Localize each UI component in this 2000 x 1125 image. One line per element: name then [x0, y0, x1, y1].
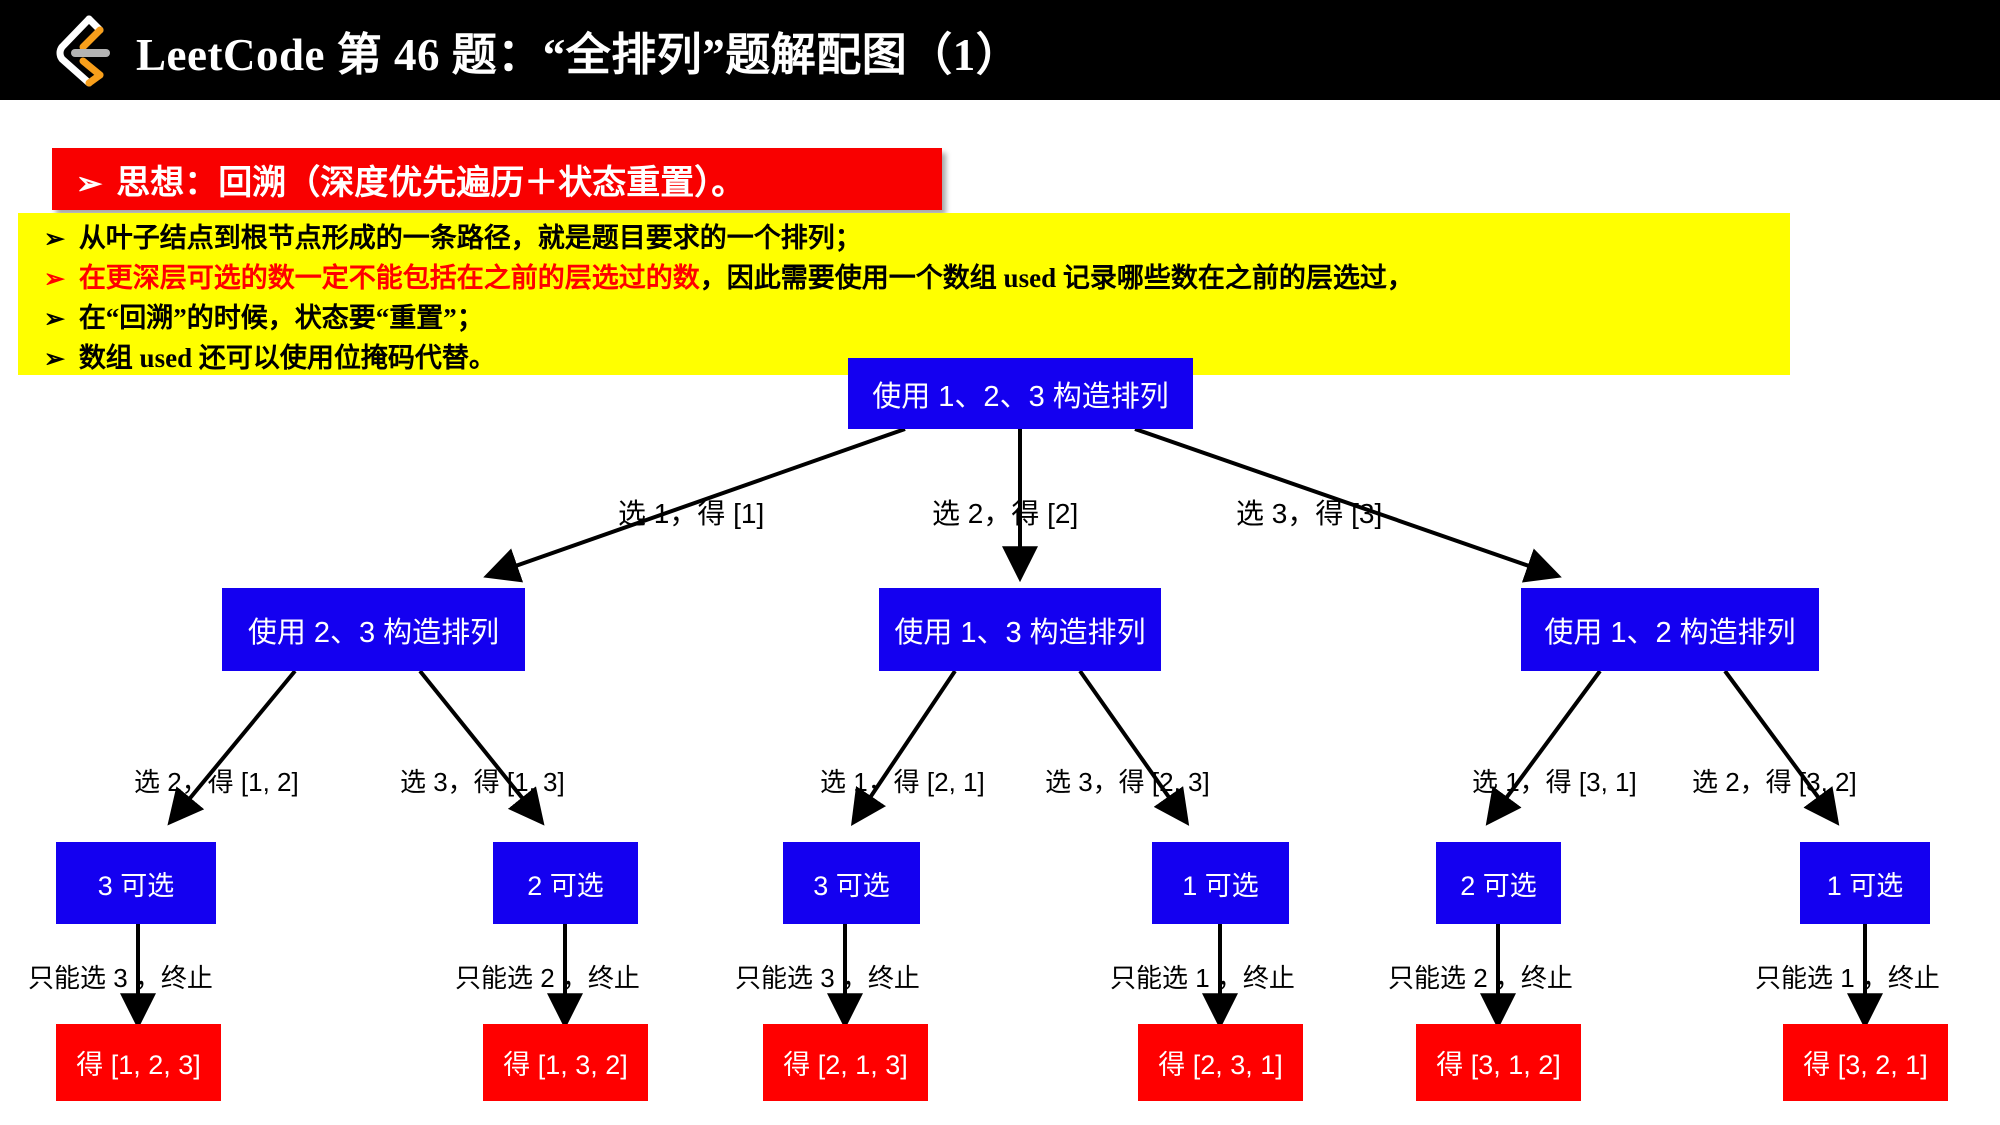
tree-leaf-5[interactable]: 得 [3, 2, 1]: [1783, 1024, 1948, 1101]
note-text-emphasis: 在更深层可选的数一定不能包括在之前的层选过的数: [78, 263, 700, 293]
note-text: ，因此需要使用一个数组 used 记录哪些数在之前的层选过，: [699, 263, 1414, 293]
tree-node-l2-3[interactable]: 1 可选: [1152, 842, 1289, 924]
tree-leaf-label: 得 [1, 3, 2]: [503, 1050, 628, 1080]
edge-label-l2-0: 选 2，得 [1, 2]: [134, 767, 299, 797]
note-text: 数组 used 还可以使用位掩码代替。: [78, 343, 496, 373]
tree-node-l1-0[interactable]: 使用 2、3 构造排列: [222, 588, 525, 671]
tree-node-label: 使用 2、3 构造排列: [247, 616, 500, 649]
tree-node-label: 2 可选: [1460, 870, 1537, 901]
note-line-4: ➢ 数组 used 还可以使用位掩码代替。: [44, 339, 1790, 379]
tree-leaf-4[interactable]: 得 [3, 1, 2]: [1416, 1024, 1581, 1101]
tree-node-l2-1[interactable]: 2 可选: [493, 842, 638, 924]
idea-callout-text: ➢ 思想：回溯（深度优先遍历＋状态重置）。: [76, 155, 745, 204]
idea-callout-label: 思想：回溯（深度优先遍历＋状态重置）。: [116, 164, 746, 202]
note-text: 从叶子结点到根节点形成的一条路径，就是题目要求的一个排列；: [78, 223, 862, 253]
tree-leaf-3[interactable]: 得 [2, 3, 1]: [1138, 1024, 1303, 1101]
note-line-3: ➢ 在“回溯”的时候，状态要“重置”；: [44, 299, 1790, 339]
tree-node-label: 1 可选: [1182, 870, 1259, 901]
bullet-arrow-icon: ➢: [44, 346, 65, 373]
edge-label-l3-3: 只能选 1 ，终止: [1110, 963, 1295, 993]
edge-label-l3-0: 只能选 3 ，终止: [28, 963, 213, 993]
note-line-2: ➢ 在更深层可选的数一定不能包括在之前的层选过的数，因此需要使用一个数组 used…: [44, 259, 1790, 299]
tree-leaf-label: 得 [2, 3, 1]: [1158, 1050, 1283, 1080]
tree-node-label: 使用 1、2 构造排列: [1544, 616, 1796, 649]
bullet-arrow-icon: ➢: [44, 226, 65, 253]
edge-label-l3-5: 只能选 1 ，终止: [1755, 963, 1940, 993]
edge-label-l3-2: 只能选 3 ，终止: [735, 963, 920, 993]
tree-node-l2-0[interactable]: 3 可选: [56, 842, 216, 924]
tree-node-label: 2 可选: [527, 870, 604, 901]
tree-leaf-1[interactable]: 得 [1, 3, 2]: [483, 1024, 648, 1101]
page-title: LeetCode 第 46 题：“全排列”题解配图（1）: [136, 29, 1022, 80]
tree-node-l2-5[interactable]: 1 可选: [1800, 842, 1930, 924]
tree-leaf-0[interactable]: 得 [1, 2, 3]: [56, 1024, 221, 1101]
note-line-1: ➢ 从叶子结点到根节点形成的一条路径，就是题目要求的一个排列；: [44, 219, 1790, 259]
tree-node-label: 使用 1、3 构造排列: [894, 616, 1146, 649]
edge-label-l2-1: 选 3，得 [1, 3]: [400, 767, 565, 797]
leetcode-logo-icon: [42, 13, 120, 87]
edge-label-l2-3: 选 3，得 [2, 3]: [1045, 767, 1210, 797]
tree-leaf-label: 得 [3, 2, 1]: [1803, 1050, 1928, 1080]
edge-label-l2-4: 选 1，得 [3, 1]: [1472, 767, 1637, 797]
tree-node-l2-2[interactable]: 3 可选: [783, 842, 920, 924]
tree-leaf-2[interactable]: 得 [2, 1, 3]: [763, 1024, 928, 1101]
idea-callout: ➢ 思想：回溯（深度优先遍历＋状态重置）。: [52, 148, 942, 210]
edge-label-l3-1: 只能选 2 ，终止: [455, 963, 640, 993]
edge-label-l1-1: 选 2，得 [2]: [932, 498, 1079, 529]
tree-node-label: 3 可选: [97, 870, 175, 901]
tree-node-l1-2[interactable]: 使用 1、2 构造排列: [1521, 588, 1819, 671]
tree-node-label: 1 可选: [1826, 870, 1904, 901]
edge-label-l2-2: 选 1，得 [2, 1]: [820, 767, 985, 797]
tree-node-label: 3 可选: [813, 870, 890, 901]
note-text: 在“回溯”的时候，状态要“重置”；: [78, 303, 484, 333]
tree-node-l1-1[interactable]: 使用 1、3 构造排列: [879, 588, 1161, 671]
tree-node-label: 使用 1、2、3 构造排列: [872, 380, 1169, 413]
tree-leaf-label: 得 [2, 1, 3]: [783, 1050, 908, 1080]
tree-node-root[interactable]: 使用 1、2、3 构造排列: [848, 358, 1193, 429]
tree-leaf-label: 得 [3, 1, 2]: [1436, 1050, 1561, 1080]
bullet-arrow-icon: ➢: [76, 165, 103, 201]
bullet-arrow-icon: ➢: [44, 266, 65, 293]
notes-block: ➢ 从叶子结点到根节点形成的一条路径，就是题目要求的一个排列； ➢ 在更深层可选的数…: [18, 213, 1790, 375]
tree-node-l2-4[interactable]: 2 可选: [1436, 842, 1561, 924]
bullet-arrow-icon: ➢: [44, 306, 65, 333]
edge-label-l3-4: 只能选 2 ，终止: [1388, 963, 1573, 993]
tree-leaf-label: 得 [1, 2, 3]: [76, 1050, 201, 1080]
edge-label-l2-5: 选 2，得 [3, 2]: [1692, 767, 1857, 797]
header-bar: LeetCode 第 46 题：“全排列”题解配图（1）: [0, 0, 2000, 100]
edge-label-l1-2: 选 3，得 [3]: [1236, 498, 1383, 529]
edge-label-l1-0: 选 1，得 [1]: [618, 498, 765, 529]
